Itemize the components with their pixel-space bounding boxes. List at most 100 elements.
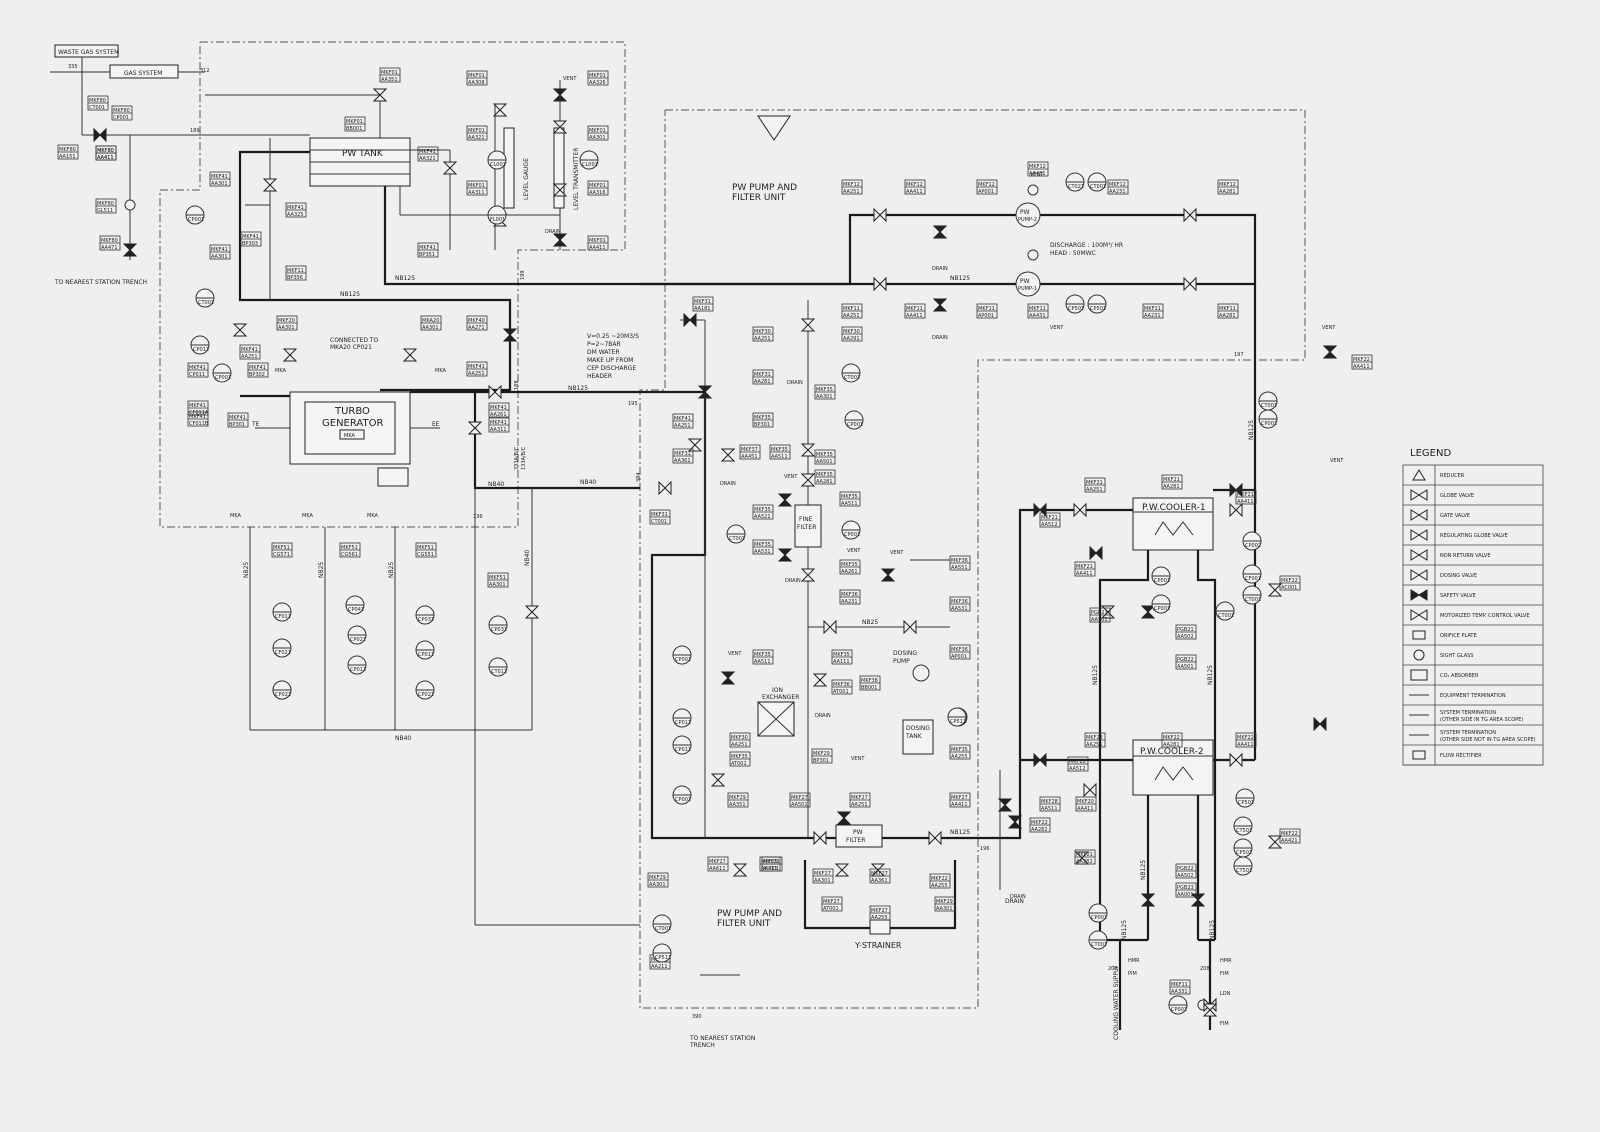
tag-equipment-code: AA281 — [816, 479, 833, 485]
tag-system-code: MKF30 — [843, 329, 860, 335]
valve-vertical-icon — [720, 671, 736, 685]
sight-glass-icon — [124, 199, 136, 211]
cooler-area: P.W.COOLER-1 P.W.COOLER-2 NB125 NB125 NB… — [980, 352, 1255, 1040]
valve-vertical-icon — [777, 548, 793, 562]
legend-item-label: REDUCER — [1440, 473, 1465, 479]
legend-item-label: SYSTEM TERMINATION — [1440, 710, 1496, 716]
pipe-number: 189 — [190, 128, 200, 134]
valve-vertical-icon — [1202, 1003, 1218, 1017]
tag-system-code: MKF35 — [754, 415, 771, 421]
tag-system-code: MKF35 — [816, 472, 833, 478]
discharge-label: HEAD : 50MWC — [1050, 250, 1096, 257]
valve-vertical-icon — [710, 773, 726, 787]
tag-equipment-code: AA351 — [381, 77, 398, 83]
instrument-code: CP001 — [188, 217, 204, 223]
legend-item-label: EQUIPMENT TERMINATION — [1440, 693, 1506, 699]
tag-equipment-code: AA411 — [589, 245, 606, 251]
tag-equipment-code: AA311 — [468, 190, 485, 196]
vent-label: VENT — [1050, 325, 1064, 331]
instrument-code: CF001 — [1245, 576, 1261, 582]
reducer-icon — [1412, 469, 1426, 481]
tag-equipment-code: AA251 — [754, 336, 771, 342]
instrument-code: CP001 — [675, 657, 691, 663]
tag-equipment-code: AA151 — [59, 154, 76, 160]
vent-label: VENT — [890, 550, 904, 556]
tag-system-code: MKF01 — [589, 238, 606, 244]
tag-system-code: MKF01 — [468, 128, 485, 134]
tag-system-code: MKF11 — [843, 306, 860, 312]
tag-equipment-code: AA501 — [816, 459, 833, 465]
instrument-code: CP011 — [418, 652, 434, 658]
tag-system-code: MKF27 — [814, 871, 831, 877]
instrument-code: CT501 — [1236, 868, 1252, 874]
instrument-bubble: FL001 — [487, 205, 507, 225]
tag-equipment-code: BB001 — [861, 685, 877, 691]
pipe-number: 195 — [628, 401, 638, 407]
instrument-bubble: CP001 — [841, 520, 861, 540]
y-strainer-label: Y-STRAINER — [854, 941, 902, 950]
valve-vertical-icon — [402, 348, 418, 362]
generator-label: GENERATOR — [322, 418, 383, 429]
tag-equipment-code: AA326 — [589, 80, 606, 86]
pump-label: PUMP-2 — [1018, 217, 1037, 223]
instrument-bubble: CT001 — [195, 288, 215, 308]
tag-system-code: MKF41 — [419, 149, 436, 155]
instrument-code: CP031 — [491, 627, 507, 633]
tag-equipment-code: AA211 — [651, 964, 668, 970]
tag-equipment-code: AA411 — [906, 313, 923, 319]
tag-equipment-code: AA271 — [468, 325, 485, 331]
ee-label: EE — [432, 421, 440, 428]
pipe-number: 312 — [200, 68, 210, 74]
tag-equipment-code: AA411 — [951, 802, 968, 808]
tag-system-code: PGB22 — [1177, 866, 1194, 872]
tag-system-code: PGB21 — [1177, 627, 1194, 633]
instrument-code: CP001 — [1091, 915, 1107, 921]
safety-valve-icon — [1410, 589, 1428, 601]
vent-label: VENT — [728, 651, 742, 657]
valve-vertical-icon — [880, 568, 896, 582]
tag-system-code: MKF51 — [273, 545, 290, 551]
instrument-bubble: CP001 — [1151, 566, 1171, 586]
pw-filter-label: FILTER — [846, 837, 865, 844]
instrument-bubble: CP021 — [415, 680, 435, 700]
tag-system-code: MKF51 — [341, 545, 358, 551]
tag-system-code: MKF01 — [589, 128, 606, 134]
tag-equipment-code: AA411 — [1077, 806, 1094, 812]
tag-equipment-code: AA255 — [871, 915, 888, 921]
valve-icon — [1229, 502, 1243, 518]
tag-equipment-code: AA551 — [951, 565, 968, 571]
unit-title-bottom: FILTER UNIT — [717, 919, 771, 929]
tag-system-code: MKF80 — [97, 148, 114, 154]
tag-equipment-code: AA231 — [1109, 189, 1126, 195]
tag-equipment-code: AA301 — [589, 135, 606, 141]
hmr-label: HMR — [1220, 958, 1232, 964]
instrument-bubble: CP501 — [1235, 788, 1255, 808]
tag-equipment-code: AA512 — [1041, 522, 1058, 528]
tag-system-code: MKF01 — [346, 119, 363, 125]
dosing-pump — [912, 664, 930, 682]
tag-system-code: MKF21 — [1237, 492, 1254, 498]
drain-label: DRAIN — [1010, 894, 1026, 900]
tag-equipment-code: AA321 — [468, 135, 485, 141]
tag-system-code: PGB23 — [1177, 885, 1194, 891]
